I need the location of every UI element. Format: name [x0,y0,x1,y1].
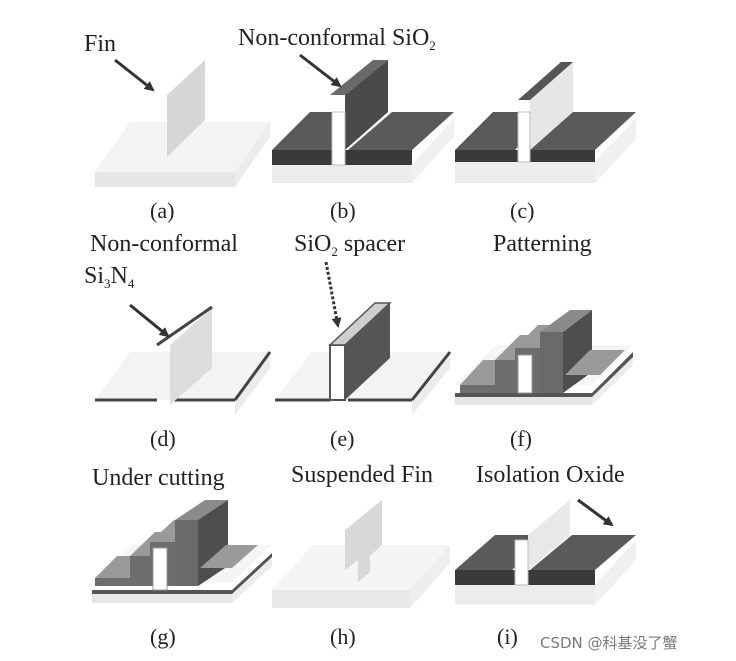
si3n4-label: Si3N4 [84,264,134,290]
panel-c [455,62,636,183]
watermark: CSDN @科基没了蟹 [540,634,678,652]
caption-d: (d) [150,426,176,451]
panel-d-nitride-cap [156,305,213,347]
si3n4-sub-4: 4 [127,276,135,291]
panel-g-pattern-block-top [175,500,228,520]
panel-g-pattern-right-top [200,545,258,568]
panel-f [455,310,633,405]
non-conformal-label: Non-conformal [90,231,238,257]
panel-g-pattern-step-front [130,556,150,586]
panel-d [95,303,272,415]
caption-i: (i) [497,624,518,649]
caption-f: (f) [510,426,532,451]
panel-g [92,500,272,603]
panel-f-pattern-left-front [460,385,495,393]
fin-arrow [114,58,155,92]
panel-e-nitride-line-back [410,351,452,401]
panel-e [275,261,452,415]
panel-c-substrate-front [455,162,595,183]
caption-g: (g) [150,624,176,649]
panel-f-pattern-block-front [540,332,563,393]
panel-c-substrate-side [595,118,636,183]
panel-c-oxide-top-right [530,112,636,150]
caption-e: (e) [330,426,355,451]
non-conformal-sio2-text: Non-conformal SiO [238,25,430,51]
oxide-arrow [577,498,614,527]
panel-b-fin-face [331,111,346,166]
caption-h: (h) [330,624,356,649]
panel-a-substrate-top [95,122,270,172]
panel-i-fin [528,500,570,570]
panel-a-substrate-side [235,122,270,187]
panel-f-fin-face [517,354,533,394]
panel-e-spacer-side [345,303,390,400]
panel-c-fin-body [530,62,573,150]
patterning-label: Patterning [493,231,592,257]
panel-h-suspended-fin [345,500,382,582]
sio2-spacer-label: SiO2 spacer [294,232,405,258]
panel-i-fin-face [514,539,529,586]
panel-a-fin [167,60,205,157]
panel-a [95,58,270,187]
sio2-arrow [299,53,342,88]
panel-i-oxide-top-right [530,535,636,570]
fin-label: Fin [84,31,117,57]
panel-e-substrate-side [412,352,450,415]
panel-c-fin-cap [518,62,573,100]
panel-d-substrate-side [235,352,270,415]
panel-d-nitride-line-back [233,351,272,401]
panel-b-fin-cap-side [345,60,388,150]
panel-d-fin [170,308,212,405]
under-cutting-label: Under cutting [92,465,225,491]
non-conformal-sio2-subscript: 2 [429,38,436,53]
isolation-oxide-label: Isolation Oxide [476,462,625,488]
spacer-arrow [324,261,342,328]
caption-a: (a) [150,198,175,223]
sio2-spacer-sio: SiO [294,231,332,257]
si3n4-sub-3: 3 [104,276,111,291]
panel-h-substrate-front [272,590,410,608]
caption-b: (b) [330,198,356,223]
panel-i-substrate-side [595,540,636,605]
si3n4-n: N [110,263,128,289]
suspended-fin-label: Suspended Fin [291,462,434,488]
panel-b-substrate-front [272,165,412,183]
panel-h [272,500,450,608]
panel-g-fin-face [152,547,168,591]
panel-c-fin-face [517,111,531,163]
panel-g-pattern-block-front [175,520,198,586]
panel-i-substrate-front [455,585,595,605]
panel-h-substrate-side [410,545,450,608]
panel-f-pattern-block-top [540,310,592,332]
sio2-spacer-subscript: 2 [331,244,338,259]
panel-b-fin-cap-top [330,60,388,95]
panel-f-pattern-step-front [495,360,515,393]
panel-b-oxide-top-right [348,112,454,150]
panel-a-substrate-front [95,172,235,187]
panel-e-spacer-front [329,344,346,401]
sio2-spacer-word: spacer [337,231,406,257]
panel-g-pattern-left-front [95,578,130,586]
non-conformal-sio2-label: Non-conformal SiO2 [238,26,436,52]
si3n4-si: Si [84,263,105,289]
caption-c: (c) [510,198,535,223]
panel-b-substrate-side [412,118,454,183]
panel-b [272,53,454,183]
panel-i [455,498,636,605]
si3n4-arrow [129,303,170,338]
panel-f-pattern-right-top [565,350,625,375]
